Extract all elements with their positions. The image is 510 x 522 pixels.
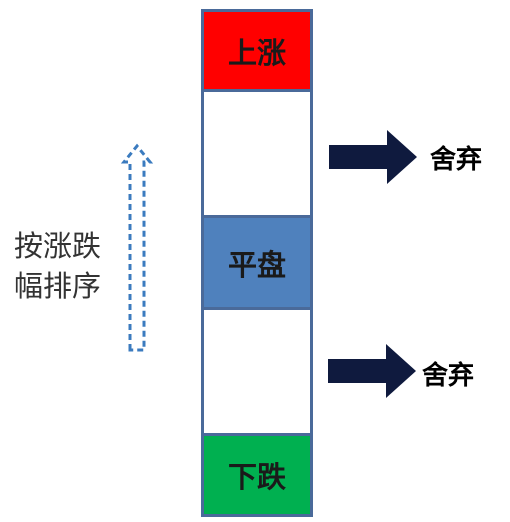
discarded-segment-lower	[204, 310, 310, 436]
sort-label-line-1: 按涨跌	[14, 229, 102, 263]
flat-label: 平盘	[227, 247, 286, 282]
fall-segment: 下跌	[204, 436, 310, 514]
rise-segment: 上涨	[204, 12, 310, 92]
price-change-column: 上涨 平盘 下跌	[201, 9, 313, 517]
sort-by-change-label: 按涨跌 幅排序	[14, 226, 114, 306]
flat-segment: 平盘	[204, 218, 310, 310]
right-arrow-icon	[328, 344, 416, 398]
discard-label-lower: 舍弃	[422, 361, 475, 391]
sort-label-line-2: 幅排序	[14, 269, 102, 303]
discard-label-upper: 舍弃	[430, 145, 483, 175]
discarded-segment-upper	[204, 92, 310, 218]
rise-label: 上涨	[227, 35, 286, 70]
right-arrow-icon	[329, 130, 417, 184]
fall-label: 下跌	[227, 460, 286, 494]
dashed-up-arrow-icon	[120, 143, 154, 352]
